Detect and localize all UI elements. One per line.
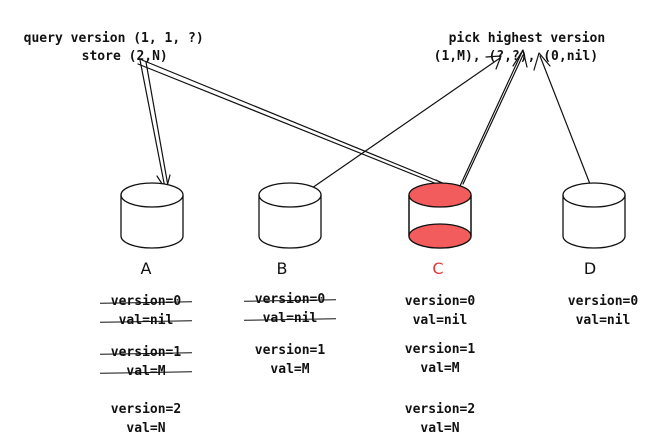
cylinder-top [120, 182, 184, 208]
arrow-d-to-pick [539, 55, 591, 185]
record-val: val=M [86, 362, 206, 381]
record-d-v0: version=0 val=nil [543, 292, 656, 330]
node-label-d: D [583, 259, 597, 278]
record-version: version=0 [86, 292, 206, 311]
cylinder-top [562, 182, 626, 208]
node-label-a: A [140, 259, 152, 278]
query-note-line2: store (2,N) [81, 49, 168, 64]
record-c-v1: version=1 val=M [380, 340, 500, 378]
record-val: val=M [270, 362, 310, 377]
record-val: val=nil [575, 313, 631, 328]
cylinders-layer [120, 182, 626, 249]
node-label-b: B [276, 259, 288, 278]
arrowhead-pick-c-icon [512, 49, 528, 68]
record-a-v2: version=2 val=N [86, 400, 206, 438]
record-val: val=nil [86, 311, 206, 330]
cylinder-base [258, 235, 322, 249]
arrow-c-to-pick [459, 51, 524, 187]
cylinder-base [120, 235, 184, 249]
record-version: version=1 [86, 343, 206, 362]
pick-note-values: (1,M), (?,?), (0,nil) [418, 31, 598, 65]
cylinder-base [562, 235, 626, 249]
record-val: val=M [420, 361, 460, 376]
pick-note-line1: pick highest version [448, 31, 606, 46]
record-version: version=0 [230, 290, 350, 309]
query-note-store: store (2,N) [66, 31, 168, 65]
record-version: version=0 [404, 294, 476, 309]
record-val: val=nil [230, 309, 350, 328]
record-b-v0: version=0 val=nil [230, 290, 350, 328]
pick-note-line2: (1,M), (?,?), (0,nil) [433, 49, 599, 64]
arrow-b-to-pick [311, 57, 501, 189]
record-val: val=N [420, 421, 460, 436]
record-b-v1: version=1 val=M [230, 341, 350, 379]
query-note: query version (1, 1, ?) [8, 13, 204, 47]
cylinder-base [408, 223, 472, 249]
database-d-icon [562, 182, 626, 249]
database-c-icon [408, 182, 472, 249]
query-note-line1: query version (1, 1, ?) [23, 31, 204, 46]
record-val: val=N [126, 421, 166, 436]
record-val: val=nil [412, 313, 468, 328]
node-label-c: C [432, 259, 444, 278]
database-a-icon [120, 182, 184, 249]
arrowhead-pick-d-icon [533, 52, 551, 71]
arrows-layer [137, 49, 591, 193]
cylinder-top [408, 182, 472, 208]
pick-note: pick highest version [433, 13, 606, 47]
arrow-query-to-a [139, 59, 169, 189]
arrow-query-to-c [137, 59, 453, 191]
database-b-icon [258, 182, 322, 249]
record-version: version=2 [110, 402, 182, 417]
record-c-v2: version=2 val=N [380, 400, 500, 438]
record-a-v1: version=1 val=M [86, 343, 206, 381]
record-c-v0: version=0 val=nil [380, 292, 500, 330]
record-version: version=1 [254, 343, 326, 358]
cylinder-top [258, 182, 322, 208]
record-version: version=0 [567, 294, 639, 309]
arrowhead-pick-b-icon [485, 55, 502, 70]
record-a-v0: version=0 val=nil [86, 292, 206, 330]
record-version: version=2 [404, 402, 476, 417]
record-version: version=1 [404, 342, 476, 357]
